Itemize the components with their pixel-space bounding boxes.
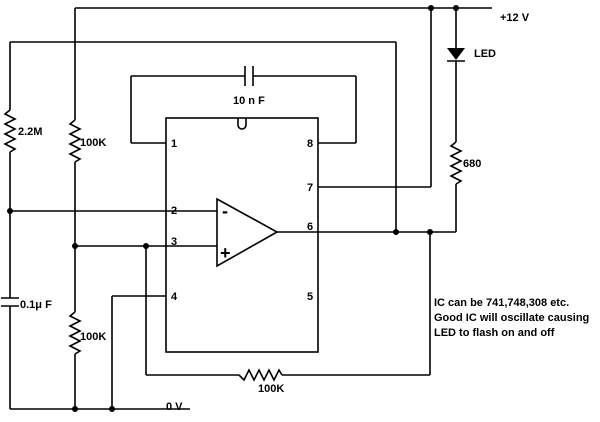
cap-10nf-loop — [130, 66, 357, 144]
ic-notch — [237, 118, 247, 130]
divider-branch — [68, 8, 82, 409]
ic-body — [165, 117, 319, 353]
opamp-symbol — [216, 197, 279, 268]
supply-label: +12 V — [500, 12, 530, 24]
pin-4-label: 4 — [171, 291, 178, 303]
r22m-label: 2.2M — [18, 126, 42, 138]
pin-2-label: 2 — [171, 205, 177, 217]
junction-dot — [393, 229, 399, 235]
pin-5-label: 5 — [307, 291, 313, 303]
note-line-1: IC can be 741,748,308 etc. — [434, 297, 569, 309]
r680-label: 680 — [463, 158, 481, 170]
resistor-100k-bottom — [68, 311, 82, 355]
r100k-bottom-label: 100K — [80, 331, 106, 343]
resistor-100k-top — [68, 119, 82, 163]
note-line-2: Good IC will oscillate causing — [434, 312, 589, 324]
left-branch — [1, 41, 396, 409]
r100k-feedback-label: 100K — [258, 383, 284, 395]
pin-1-label: 1 — [171, 138, 177, 150]
pin-3-label: 3 — [171, 236, 177, 248]
noninverting-sign: + — [220, 243, 231, 263]
resistor-2-2m — [3, 109, 17, 153]
inverting-sign: - — [222, 201, 228, 221]
led-branch — [430, 8, 465, 233]
pin-7-label: 7 — [307, 182, 313, 194]
note-line-3: LED to flash on and off — [434, 327, 555, 339]
pin-6-label: 6 — [307, 221, 313, 233]
ground-label: 0 V — [166, 401, 183, 413]
led-symbol — [447, 48, 465, 60]
r100k-top-label: 100K — [80, 137, 106, 149]
pin-8-label: 8 — [307, 138, 313, 150]
cap-10nf-label: 10 n F — [233, 95, 265, 107]
resistor-680 — [449, 141, 463, 185]
feedback-branch — [145, 232, 431, 382]
pin-wires — [10, 8, 432, 409]
cap-01uf-label: 0.1μ F — [20, 299, 52, 311]
resistor-100k-feedback — [238, 368, 283, 382]
led-label: LED — [474, 48, 496, 60]
